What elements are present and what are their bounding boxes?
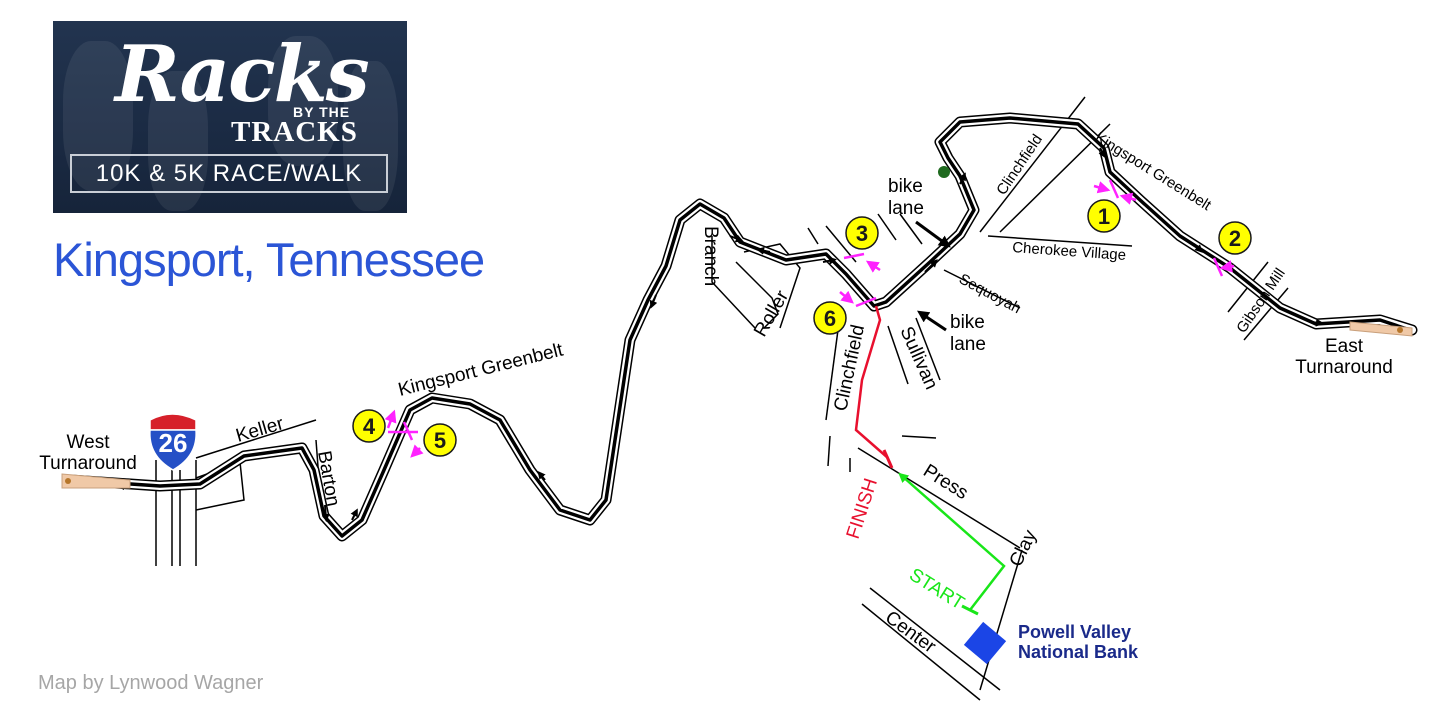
logo-subtitle: 10K & 5K RACE/WALK	[70, 154, 388, 193]
bank-square-icon	[963, 621, 1007, 665]
bike-lane-bottom-label-1: bike	[950, 312, 985, 333]
finish-label: FINISH	[843, 476, 882, 542]
east-turnaround-label-2: Turnaround	[1295, 357, 1393, 378]
start-route	[898, 472, 1006, 611]
start-line-mark	[961, 604, 979, 616]
logo-by-text: BY THE	[293, 104, 351, 120]
bank-name-line2: National Bank	[1018, 642, 1139, 662]
marker-3: 3	[845, 216, 879, 250]
turnaround-icon	[1349, 321, 1413, 337]
clinchfield-west-label: Clinchfield	[830, 323, 869, 413]
finish-route	[854, 305, 889, 459]
keller-street-label: Keller	[234, 413, 287, 447]
svg-text:2: 2	[1229, 226, 1241, 251]
west-turnaround-label-2: Turnaround	[39, 453, 137, 474]
map-credit: Map by Lynwood Wagner	[38, 672, 264, 694]
race-logo: Racks BY THE TRACKS 10K & 5K RACE/WALK	[53, 21, 407, 213]
clinchfield-east-label: Clinchfield	[993, 131, 1046, 198]
clay-street-label: Clay	[1006, 526, 1042, 570]
marker-5: 5	[423, 423, 457, 457]
sequoyah-street-label: Sequoyah	[956, 271, 1024, 318]
bike-lane-top-label-1: bike	[888, 176, 923, 197]
branch-street-label: Branch	[700, 226, 721, 286]
split-marks	[384, 179, 1235, 458]
course-route	[64, 112, 1418, 542]
bike-lane-top-label-2: lane	[888, 198, 924, 219]
svg-text:5: 5	[434, 428, 446, 453]
sullivan-street-label: Sullivan	[895, 323, 941, 392]
interstate-number: 26	[159, 428, 188, 458]
location-title: Kingsport, Tennessee	[53, 233, 485, 286]
cherokee-village-label: Cherokee Village	[1012, 239, 1127, 264]
water-stop-icon	[938, 166, 950, 178]
svg-text:3: 3	[856, 221, 868, 246]
marker-6: 6	[813, 301, 847, 335]
logo-tracks-text: TRACKS	[231, 116, 358, 148]
marker-4: 4	[352, 409, 386, 443]
svg-text:1: 1	[1098, 204, 1110, 229]
bike-lane-bottom-label-2: lane	[950, 334, 986, 355]
interstate-26-shield-icon: 26	[149, 413, 197, 471]
logo-script-text: Racks	[115, 29, 370, 120]
east-turnaround-label-1: East	[1325, 336, 1364, 357]
finish-line-mark	[882, 449, 894, 469]
center-street-label: Center	[881, 607, 940, 658]
svg-text:6: 6	[824, 306, 836, 331]
greenbelt-west-label: Kingsport Greenbelt	[396, 339, 566, 400]
west-turnaround-label-1: West	[67, 432, 111, 453]
svg-text:4: 4	[363, 414, 376, 439]
marker-1: 1	[1087, 199, 1121, 233]
bike-lane-pointer-bottom	[917, 310, 947, 332]
marker-2: 2	[1218, 221, 1252, 255]
bank-name-line1: Powell Valley	[1018, 622, 1131, 642]
turnaround-icon	[61, 473, 131, 489]
start-label: START	[905, 564, 968, 614]
street-lines	[155, 96, 1289, 701]
bike-lane-pointer-top	[915, 220, 951, 248]
roller-street-label: Roller	[750, 286, 793, 340]
